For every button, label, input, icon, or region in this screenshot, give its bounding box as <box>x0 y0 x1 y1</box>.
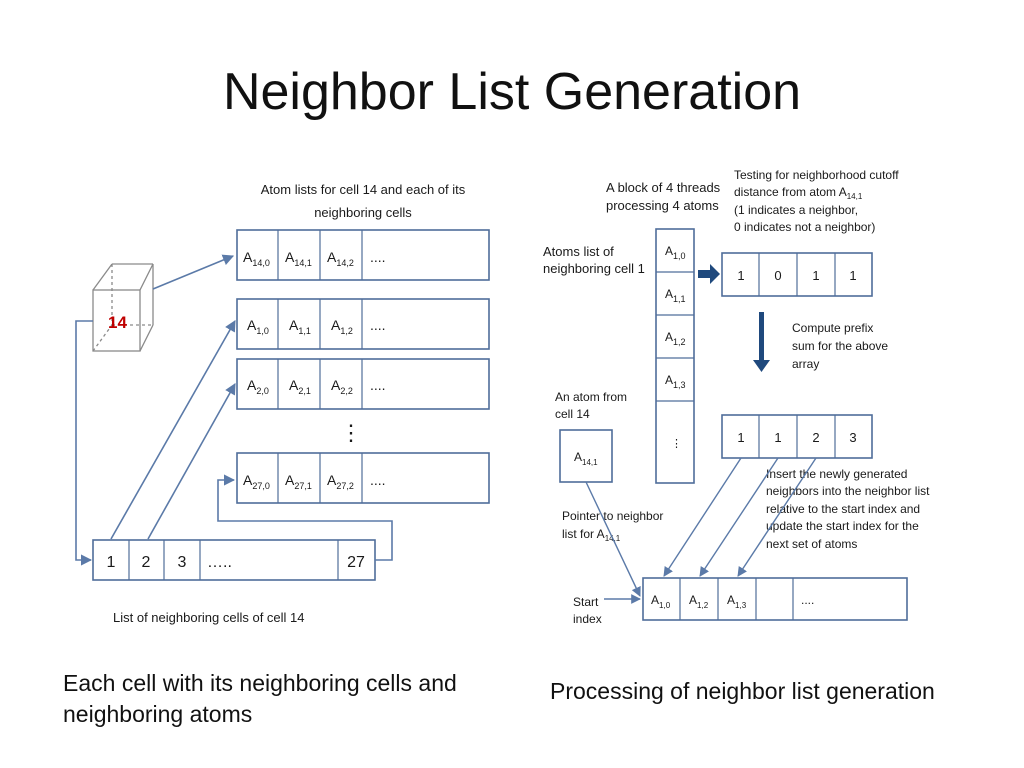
testing-label-line2: distance from atom A14,1 <box>734 185 863 201</box>
prefix-cell: 1 <box>774 430 781 445</box>
atom-list-row-cell-14: A14,0 A14,1 A14,2 .... <box>236 229 490 281</box>
neighbor-list-cell: A1,2 <box>689 593 709 610</box>
atom-from-label-line2: cell 14 <box>555 407 590 421</box>
neighbor-cells-list: 1 2 3 ….. 27 <box>92 539 376 581</box>
dark-down-arrow <box>753 312 770 372</box>
neighbor-flags-array: 1 0 1 1 <box>721 252 873 297</box>
neighbor-list-array: A1,0 A1,2 A1,3 .... <box>642 577 908 621</box>
neighbor-cell: 2 <box>142 554 151 571</box>
ellipsis: .... <box>370 472 386 488</box>
cell-14-cube <box>92 263 154 352</box>
atom-cell: A1,3 <box>665 373 686 390</box>
atom-cell: A2,0 <box>247 377 269 396</box>
atom-cell: A14,0 <box>243 249 270 268</box>
page-title: Neighbor List Generation <box>222 63 802 121</box>
atom-a14-1-box: A14,1 <box>559 429 613 483</box>
neighbor-cell: 3 <box>178 554 187 571</box>
prefix-cell: 1 <box>737 430 744 445</box>
start-index-label-line1: Start <box>573 595 599 609</box>
atom-lists-header-line1: Atom lists for cell 14 and each of its <box>261 182 466 197</box>
ellipsis: .... <box>370 317 386 333</box>
left-connectors <box>75 254 393 566</box>
atom-list-row-cell-1: A1,0 A1,1 A1,2 .... <box>236 298 490 350</box>
vertical-ellipsis: ⋮ <box>340 420 362 445</box>
atom-cell: A2,1 <box>289 377 311 396</box>
atom-cell: A2,2 <box>331 377 353 396</box>
testing-label-line4: 0 indicates not a neighbor) <box>734 220 875 234</box>
atoms-list-label-line1: Atoms list of <box>543 244 614 259</box>
neighbor-cell: 1 <box>107 554 116 571</box>
neighbor-cell: ….. <box>207 554 232 571</box>
atom-cell: A1,1 <box>665 287 686 304</box>
ellipsis: .... <box>370 249 386 265</box>
atoms-column: A1,0 A1,1 A1,2 A1,3 ⋮ <box>655 228 695 484</box>
atom-from-label-line1: An atom from <box>555 390 627 404</box>
prefix-label-line2: sum for the above <box>792 339 888 353</box>
pointer-label-line2: list for A14,1 <box>562 527 621 543</box>
flag-cell: 1 <box>812 268 819 283</box>
atom-cell: A27,2 <box>327 472 354 491</box>
testing-label-line3: (1 indicates a neighbor, <box>734 203 858 217</box>
prefix-label-line1: Compute prefix <box>792 321 873 335</box>
atom-cell: A1,2 <box>331 317 353 336</box>
flag-cell: 0 <box>774 268 781 283</box>
prefix-sum-array: 1 1 2 3 <box>721 414 873 459</box>
insert-label-line5: next set of atoms <box>766 537 857 551</box>
prefix-cell: 2 <box>812 430 819 445</box>
atom-cell: A14,1 <box>285 249 312 268</box>
testing-label-line1: Testing for neighborhood cutoff <box>734 168 899 182</box>
atom-list-row-cell-27: A27,0 A27,1 A27,2 .... <box>236 452 490 504</box>
prefix-label-line3: array <box>792 357 819 371</box>
atom-lists-header-line2: neighboring cells <box>314 205 412 220</box>
insert-label-line1: Insert the newly generated <box>766 467 907 481</box>
block-label-line2: processing 4 atoms <box>606 198 719 213</box>
pointer-label-line1: Pointer to neighbor <box>562 509 663 523</box>
atom-cell: A1,1 <box>289 317 311 336</box>
svg-text:A14,1: A14,1 <box>574 450 598 467</box>
atom-cell: A14,2 <box>327 249 354 268</box>
atom-cell: A27,0 <box>243 472 270 491</box>
atom-list-row-cell-2: A2,0 A2,1 A2,2 .... <box>236 358 490 410</box>
block-label-line1: A block of 4 threads <box>606 180 721 195</box>
ellipsis: .... <box>801 593 814 607</box>
neighbor-cells-list-label: List of neighboring cells of cell 14 <box>113 610 305 625</box>
left-caption: Each cell with its neighboring cells and… <box>63 670 457 727</box>
start-index-label-line2: index <box>573 612 602 626</box>
flag-cell: 1 <box>849 268 856 283</box>
right-caption: Processing of neighbor list generation <box>550 678 935 704</box>
atom-cell: A1,0 <box>247 317 269 336</box>
insert-label-line2: neighbors into the neighbor list <box>766 484 930 498</box>
insert-label-line3: relative to the start index and <box>766 502 920 516</box>
prefix-cell: 3 <box>849 430 856 445</box>
atoms-list-label-line2: neighboring cell 1 <box>543 261 645 276</box>
atom-cell: A1,2 <box>665 330 686 347</box>
neighbor-cell: 27 <box>347 554 365 571</box>
ellipsis: .... <box>370 377 386 393</box>
flag-cell: 1 <box>737 268 744 283</box>
neighbor-list-cell: A1,3 <box>727 593 747 610</box>
cube-label: 14 <box>108 313 127 332</box>
column-ellipsis: ⋮ <box>671 438 682 450</box>
dark-right-arrow <box>698 264 720 284</box>
atom-cell: A27,1 <box>285 472 312 491</box>
right-connectors <box>585 457 817 604</box>
atom-cell: A1,0 <box>665 244 686 261</box>
neighbor-list-cell: A1,0 <box>651 593 671 610</box>
insert-label-line4: update the start index for the <box>766 519 919 533</box>
